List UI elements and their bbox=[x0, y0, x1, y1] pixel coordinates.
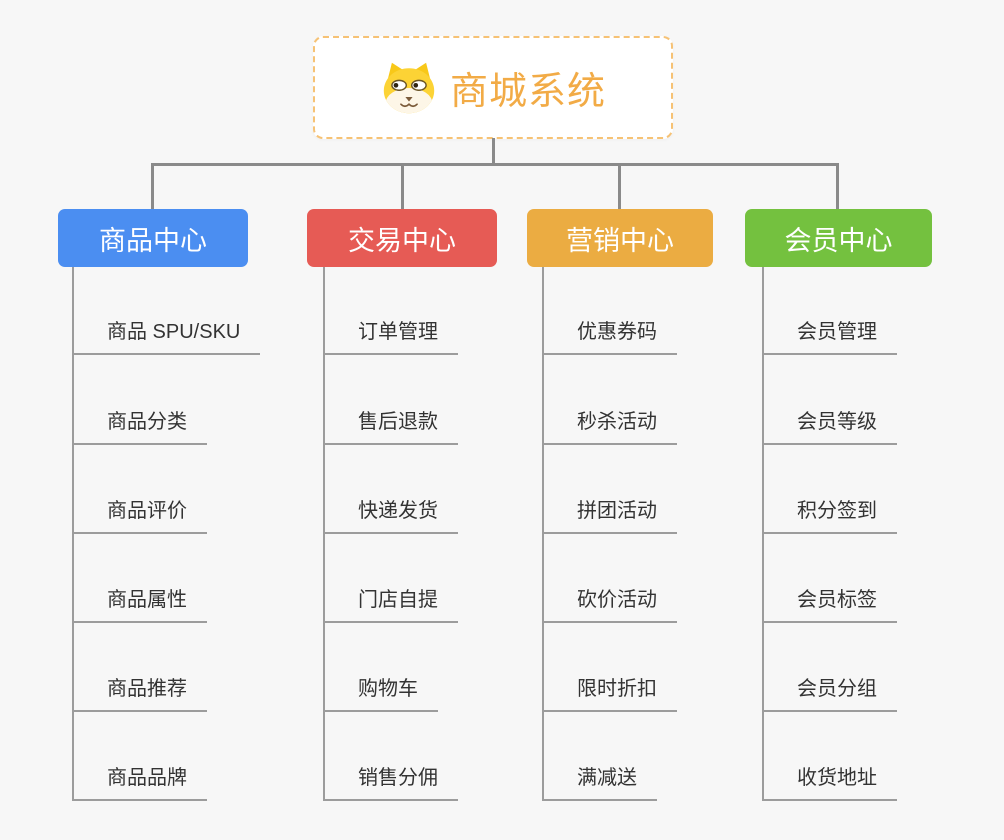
child-node[interactable]: 拼团活动 bbox=[544, 499, 677, 534]
child-node[interactable]: 购物车 bbox=[325, 677, 438, 712]
child-node[interactable]: 优惠券码 bbox=[544, 320, 677, 355]
child-node[interactable]: 秒杀活动 bbox=[544, 410, 677, 445]
child-node[interactable]: 销售分佣 bbox=[325, 766, 458, 801]
dog-icon bbox=[383, 62, 435, 113]
child-node[interactable]: 订单管理 bbox=[325, 320, 458, 355]
child-node[interactable]: 会员等级 bbox=[764, 410, 897, 445]
branch-node-trade-center[interactable]: 交易中心 bbox=[307, 209, 497, 267]
connector-drop bbox=[401, 164, 404, 209]
child-node[interactable]: 售后退款 bbox=[325, 410, 458, 445]
branch-node-marketing-center[interactable]: 营销中心 bbox=[527, 209, 713, 267]
branch-node-member-center[interactable]: 会员中心 bbox=[745, 209, 932, 267]
child-node[interactable]: 积分签到 bbox=[764, 499, 897, 534]
child-node[interactable]: 会员标签 bbox=[764, 588, 897, 623]
connector-drop bbox=[618, 164, 621, 209]
child-node[interactable]: 商品属性 bbox=[74, 588, 207, 623]
connector-drop bbox=[151, 164, 154, 209]
root-title: 商城系统 bbox=[449, 71, 606, 113]
branch-children-trade-center: 订单管理 售后退款 快递发货 门店自提 购物车 销售分佣 bbox=[323, 267, 583, 801]
child-node[interactable]: 商品评价 bbox=[74, 499, 207, 534]
child-node[interactable]: 会员分组 bbox=[764, 677, 897, 712]
connector-root-stub bbox=[492, 138, 495, 165]
branch-children-marketing-center: 优惠券码 秒杀活动 拼团活动 砍价活动 限时折扣 满减送 bbox=[542, 267, 802, 801]
child-node[interactable]: 商品品牌 bbox=[74, 766, 207, 801]
child-node[interactable]: 商品 SPU/SKU bbox=[74, 320, 261, 355]
branch-children-member-center: 会员管理 会员等级 积分签到 会员标签 会员分组 收货地址 bbox=[762, 267, 1004, 801]
child-node[interactable]: 砍价活动 bbox=[544, 588, 677, 623]
connector-horizontal bbox=[151, 163, 839, 166]
branch-children-product-center: 商品 SPU/SKU 商品分类 商品评价 商品属性 商品推荐 商品品牌 bbox=[72, 267, 332, 801]
child-node[interactable]: 满减送 bbox=[544, 766, 657, 801]
connector-drop bbox=[836, 164, 839, 209]
child-node[interactable]: 门店自提 bbox=[325, 588, 458, 623]
child-node[interactable]: 会员管理 bbox=[764, 320, 897, 355]
child-node[interactable]: 快递发货 bbox=[325, 499, 458, 534]
root-node[interactable]: 商城系统 bbox=[313, 36, 673, 139]
child-node[interactable]: 收货地址 bbox=[764, 766, 897, 801]
child-node[interactable]: 限时折扣 bbox=[544, 677, 677, 712]
branch-node-product-center[interactable]: 商品中心 bbox=[58, 209, 248, 267]
child-node[interactable]: 商品分类 bbox=[74, 410, 207, 445]
child-node[interactable]: 商品推荐 bbox=[74, 677, 207, 712]
